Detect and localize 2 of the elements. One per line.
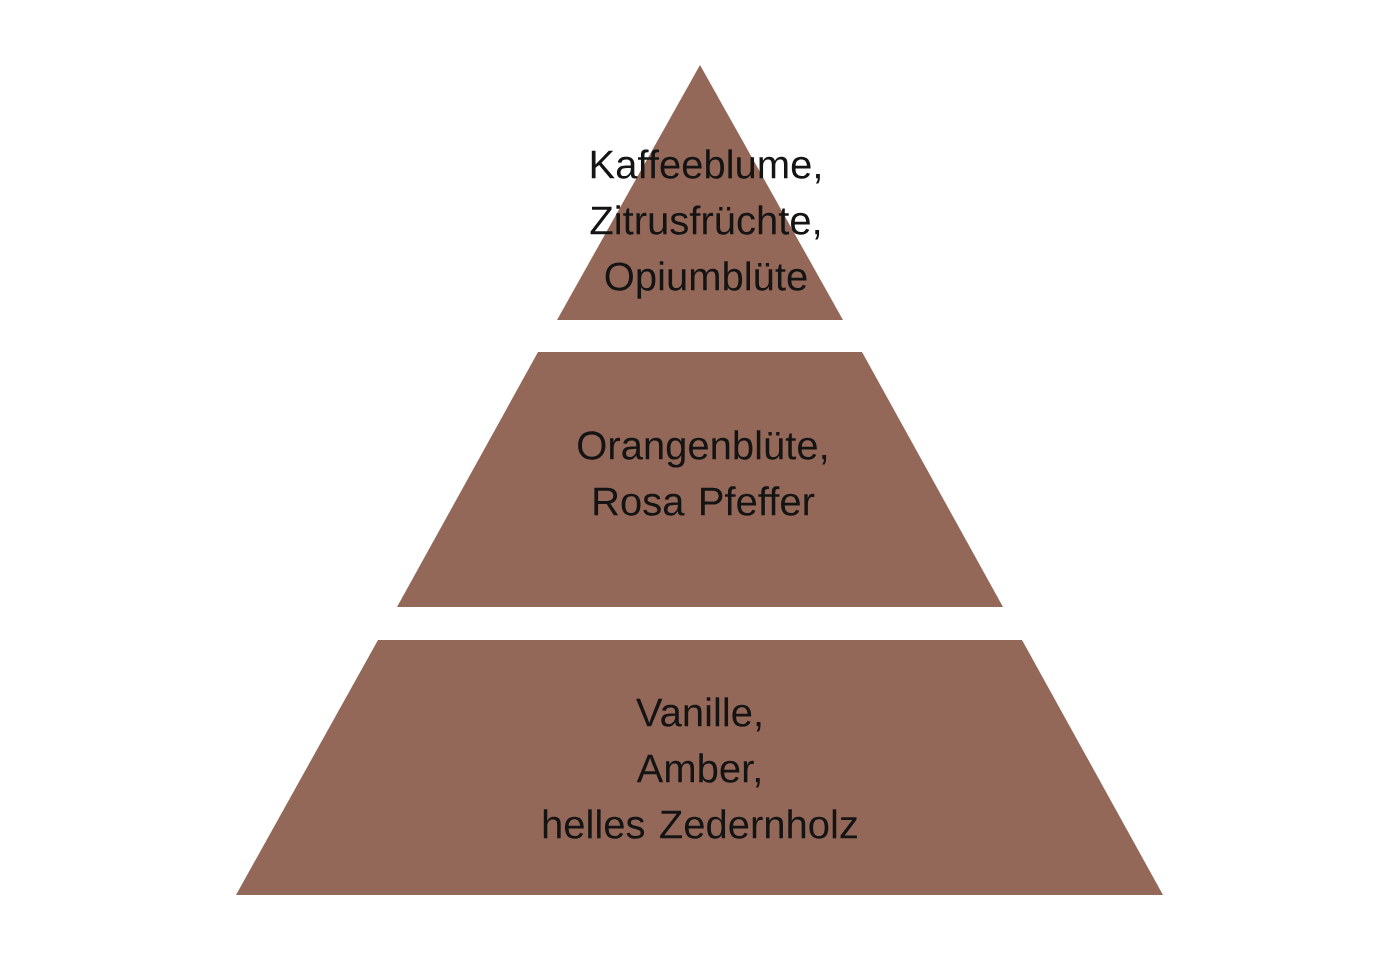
pyramid-tier: Vanille, Amber, helles Zedernholz [236,640,1163,895]
pyramid-tier: Orangenblüte, Rosa Pfeffer [397,352,1003,607]
